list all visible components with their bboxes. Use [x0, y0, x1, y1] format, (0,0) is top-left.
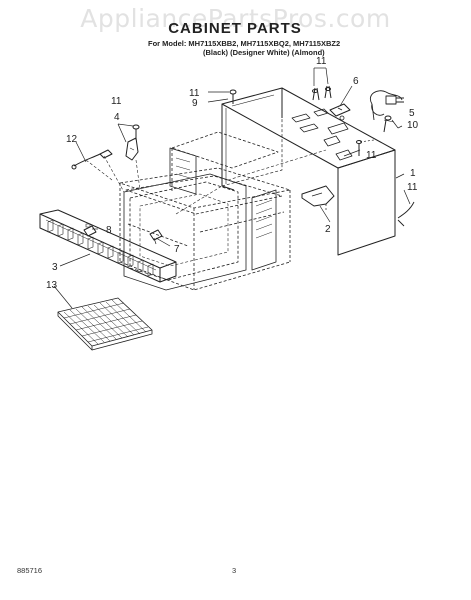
model-list: For Model: MH7115XBB2, MH7115XBQ2, MH711… — [148, 39, 341, 48]
callout-label: 12 — [66, 134, 78, 145]
callout-label: 1 — [410, 168, 416, 179]
callout-label: 2 — [325, 224, 331, 235]
callout-label: 13 — [46, 280, 58, 291]
callout-label: 9 — [192, 98, 198, 109]
cavity-phantom — [119, 131, 291, 291]
document-number: 885716 — [17, 566, 43, 575]
front-frame — [123, 173, 247, 291]
bracket-4-part — [125, 124, 140, 161]
thermal-cutout-12-part — [71, 149, 113, 170]
callout-label: 6 — [353, 76, 359, 87]
screw-11-right-part — [356, 140, 362, 156]
leader-lines — [53, 67, 411, 309]
outer-cabinet-part — [221, 87, 396, 256]
callout-label: 5 — [409, 108, 415, 119]
clip-6-part — [329, 103, 351, 117]
callout-labels: 11 11 9 6 5 10 11 11 4 12 1 11 2 8 7 3 1… — [46, 56, 419, 291]
part-7 — [149, 229, 163, 245]
screw-9-part — [229, 89, 237, 104]
callout-label: 11 — [407, 182, 418, 193]
screw-11-top-part — [312, 85, 332, 101]
callout-label: 4 — [114, 112, 120, 123]
part-8 — [83, 225, 97, 237]
callout-label: 10 — [407, 120, 419, 131]
screw-10-part — [383, 115, 395, 133]
callout-label: 8 — [106, 225, 112, 236]
callout-label: 3 — [52, 262, 58, 273]
vent-grille-part — [39, 209, 177, 283]
filter-part — [57, 297, 153, 351]
callout-label: 11 — [189, 88, 200, 99]
callout-label: 7 — [174, 244, 180, 255]
page-number: 3 — [232, 566, 237, 575]
callout-label: 11 — [366, 150, 377, 161]
watermark: AppliancePartsPros.com — [80, 4, 391, 33]
page-title: CABINET PARTS — [168, 20, 302, 37]
callout-label: 11 — [316, 56, 327, 67]
color-variants: (Black) (Designer White) (Almond) — [203, 48, 325, 57]
left-side-panel — [169, 147, 197, 195]
assembly-lines — [85, 149, 327, 215]
bracket-2-part — [301, 185, 335, 212]
connector-5-part — [370, 90, 404, 121]
wire-11-right-part — [397, 201, 415, 227]
right-side-panel — [251, 189, 277, 271]
callout-label: 11 — [111, 96, 122, 107]
